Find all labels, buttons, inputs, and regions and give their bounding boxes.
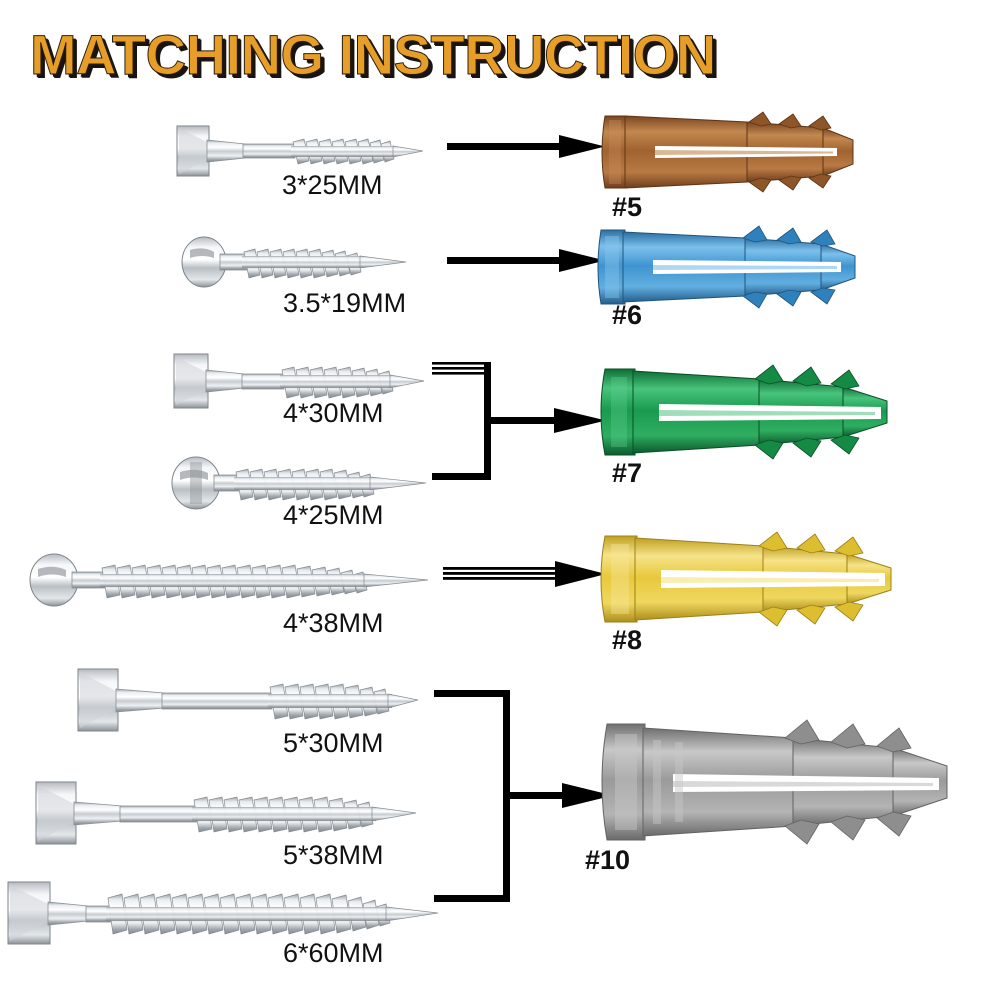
anchor-6 xyxy=(593,224,861,310)
connector-map-8 xyxy=(443,558,608,592)
screw-1 xyxy=(175,120,425,182)
anchor-7-label: #7 xyxy=(612,458,643,488)
screw-7-label: 5*38MM xyxy=(283,840,384,870)
anchor-10-label: #10 xyxy=(585,845,631,875)
connector-map-10 xyxy=(432,688,617,906)
connector-map-6 xyxy=(447,246,607,276)
screw-8-label: 6*60MM xyxy=(283,938,384,968)
screw-4-label: 4*25MM xyxy=(283,500,384,530)
screw-2 xyxy=(180,232,410,292)
screw-6 xyxy=(72,665,422,737)
screw-5 xyxy=(28,548,433,612)
screw-2-label: 3.5*19MM xyxy=(283,288,407,318)
anchor-8-label: #8 xyxy=(612,625,643,655)
anchor-5-label: #5 xyxy=(612,192,643,222)
screw-3-label: 4*30MM xyxy=(283,398,384,428)
screw-6-label: 5*30MM xyxy=(283,728,384,758)
screw-5-label: 4*38MM xyxy=(283,608,384,638)
screw-8 xyxy=(2,878,442,950)
anchor-7 xyxy=(597,363,893,461)
anchor-6-label: #6 xyxy=(612,300,643,330)
screw-4 xyxy=(170,452,430,514)
anchor-8 xyxy=(597,530,897,628)
page-title: MATCHING INSTRUCTION xyxy=(30,23,717,87)
anchor-10 xyxy=(597,718,953,846)
screw-7 xyxy=(30,778,420,850)
screw-1-label: 3*25MM xyxy=(282,170,383,200)
anchor-5 xyxy=(597,110,859,194)
connector-map-5 xyxy=(447,132,607,162)
screw-3 xyxy=(172,348,427,414)
connector-map-7 xyxy=(430,360,610,485)
